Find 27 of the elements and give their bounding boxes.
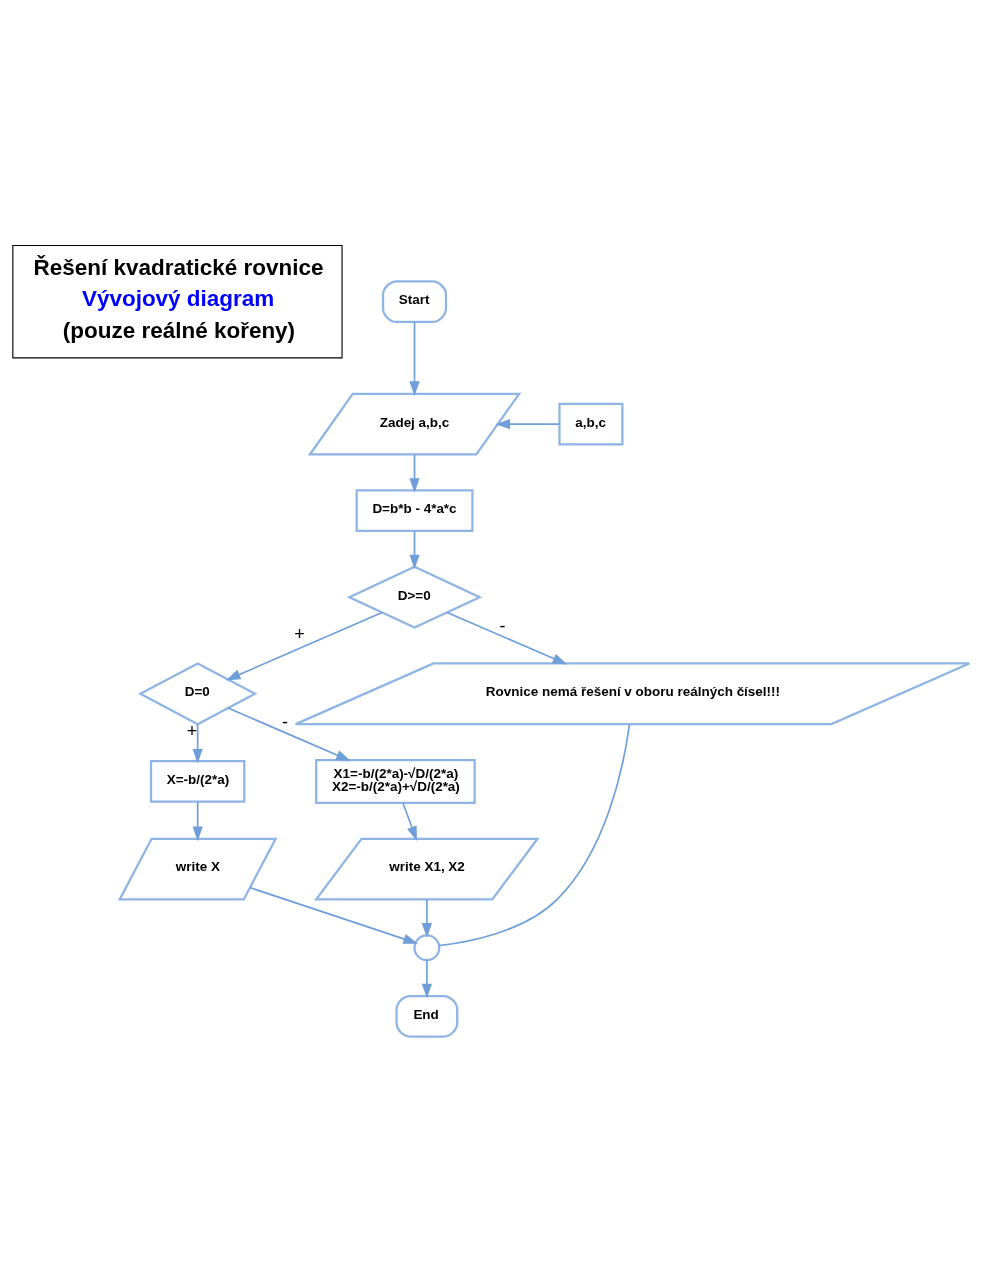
node-box: Start: [381, 279, 448, 323]
node-box: End: [395, 994, 459, 1038]
node-box: Řešení kvadratické rovnice Vývojový diagram (pouze reálné kořeny): [12, 244, 343, 358]
connector: [438, 723, 631, 946]
edge-label: -: [281, 711, 288, 732]
edge-label: +: [294, 623, 305, 644]
arrow: [249, 886, 418, 944]
arrow: [192, 800, 203, 841]
node-box: X1=-b/(2*a)-√D/(2*a) X2=-b/(2*a)+√D/(2*a): [315, 758, 476, 804]
node-box: a,b,c: [558, 402, 624, 445]
node-box: X=-b/(2*a): [149, 759, 246, 803]
arrow: [225, 611, 383, 680]
arrow: [446, 611, 568, 664]
arrow: [495, 418, 561, 429]
node-diamond: D=0: [137, 661, 258, 725]
edge-label: -: [499, 615, 506, 636]
arrow: [421, 898, 432, 938]
arrow: [409, 320, 420, 396]
arrow: [421, 958, 432, 998]
arrow: [409, 453, 420, 493]
node-box: D=b*b - 4*a*c: [355, 488, 474, 532]
arrow: [227, 706, 351, 761]
arrow: [402, 801, 417, 841]
node-diamond: D>=0: [346, 565, 483, 629]
node-circle: [413, 933, 441, 961]
arrow: [192, 722, 203, 764]
arrow: [409, 529, 420, 569]
